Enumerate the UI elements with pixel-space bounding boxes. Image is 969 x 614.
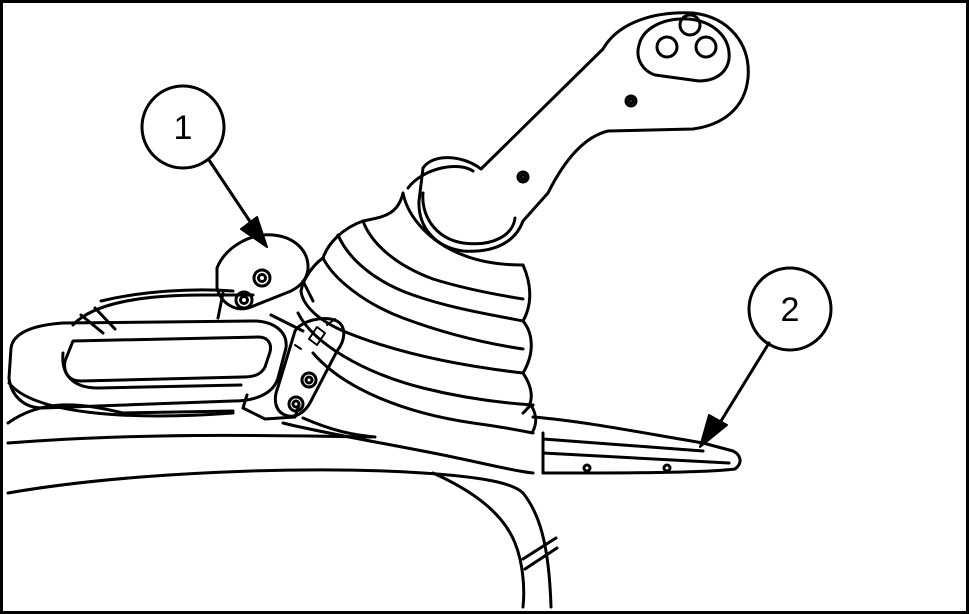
adjustment-rail: [531, 415, 742, 475]
console-body: [6, 403, 559, 609]
callout-1: 1: [140, 84, 268, 248]
line-drawing: 1 2: [6, 11, 833, 609]
lever-bracket: [215, 233, 315, 320]
callout-1-label: 1: [174, 109, 193, 147]
joystick-boot: [281, 165, 538, 475]
control-lever: [241, 313, 346, 421]
callout-2-label: 2: [781, 291, 800, 329]
arm-pad: [7, 288, 288, 418]
callout-2: 2: [699, 266, 833, 448]
joystick-handle: [417, 11, 750, 253]
